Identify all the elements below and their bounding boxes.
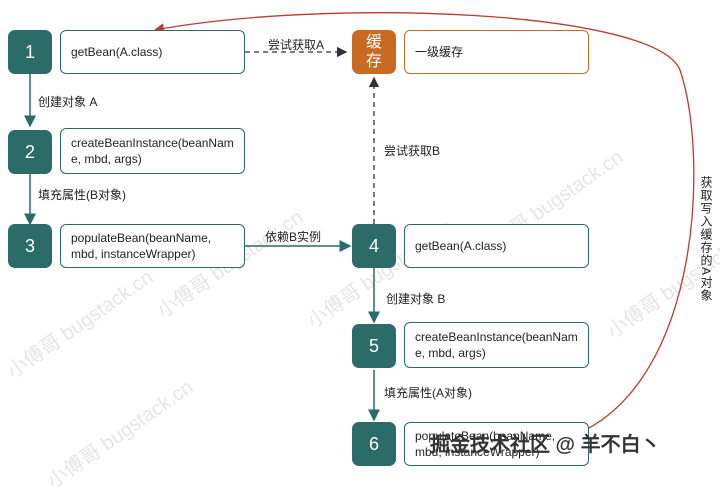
cache-badge: 缓 存	[352, 30, 396, 74]
label-depend-b: 依赖B实例	[265, 230, 322, 244]
step-4-text: getBean(A.class)	[415, 239, 507, 253]
step-2-badge: 2	[8, 130, 52, 174]
step-6-text: populateBean(beanName, mbd, instanceWrap…	[415, 429, 556, 459]
label-create-b: 创建对象 B	[386, 292, 446, 306]
step-6-badge: 6	[352, 422, 396, 466]
step-3-text: populateBean(beanName, mbd, instanceWrap…	[71, 231, 212, 261]
step-1-box: getBean(A.class)	[60, 30, 245, 74]
connectors	[24, 12, 695, 441]
label-return-a: 获取写入缓存的A对象	[699, 176, 713, 303]
label-create-a: 创建对象 A	[38, 95, 98, 109]
step-6-box: populateBean(beanName, mbd, instanceWrap…	[404, 422, 589, 466]
step-3-box: populateBean(beanName, mbd, instanceWrap…	[60, 224, 245, 268]
step-4-badge: 4	[352, 224, 396, 268]
step-2-box: createBeanInstance(beanName, mbd, args)	[60, 128, 245, 174]
label-fill-a: 填充属性(A对象)	[384, 386, 472, 400]
cache-box: 一级缓存	[404, 30, 589, 74]
step-5-badge: 5	[352, 324, 396, 368]
step-3-badge: 3	[8, 224, 52, 268]
cache-icon: 缓 存	[365, 34, 382, 70]
cache-text: 一级缓存	[415, 45, 464, 59]
label-fill-b: 填充属性(B对象)	[38, 188, 126, 202]
step-5-text: createBeanInstance(beanName, mbd, args)	[415, 330, 578, 360]
step-4-box: getBean(A.class)	[404, 224, 589, 268]
step-5-box: createBeanInstance(beanName, mbd, args)	[404, 322, 589, 368]
loop-arrow-6-to-1	[153, 12, 695, 441]
step-1-badge: 1	[8, 30, 52, 74]
step-2-text: createBeanInstance(beanName, mbd, args)	[71, 136, 234, 166]
step-1-text: getBean(A.class)	[71, 45, 163, 59]
label-try-get-a: 尝试获取A	[268, 38, 325, 52]
diagram-canvas: 小傅哥 bugstack.cn 小傅哥 bugstack.cn 小傅哥 bugs…	[3, 12, 720, 493]
footer-watermark: 掘金技术社区 @ 羊不白丶	[430, 434, 661, 456]
label-try-get-b: 尝试获取B	[384, 144, 441, 158]
